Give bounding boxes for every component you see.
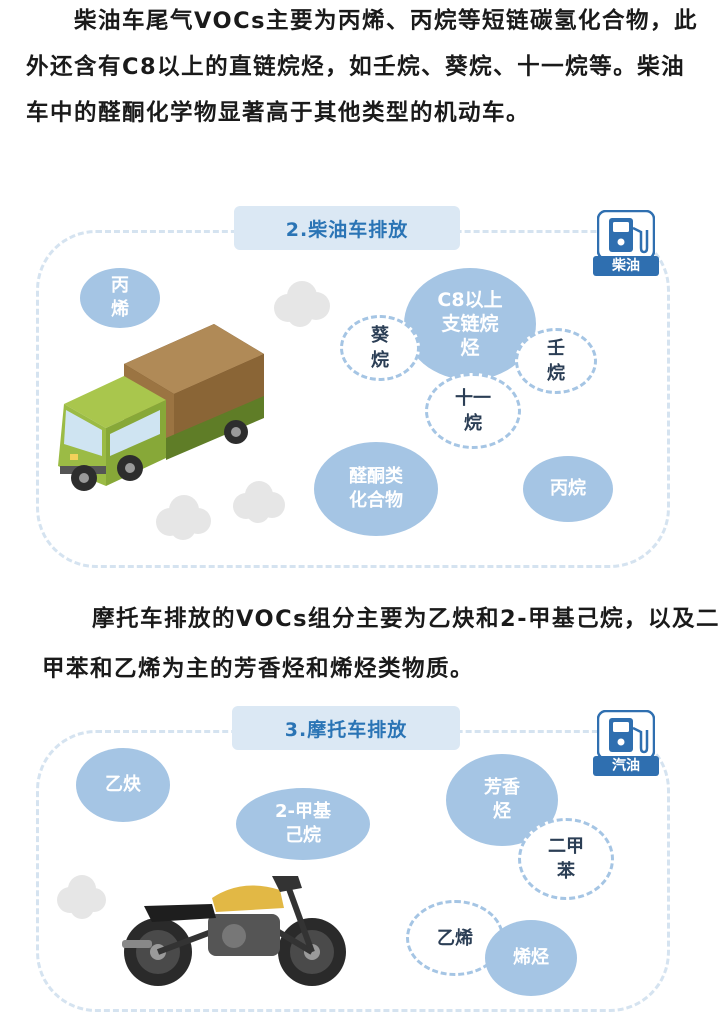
- fuel-pump-icon: [596, 709, 656, 761]
- xylene-bubble: 二甲 苯: [518, 818, 614, 900]
- intro-paragraph: 柴油车尾气VOCs主要为丙烯、丙烷等短链碳氢化合物，此外还含有C8以上的直链烷烃…: [26, 8, 699, 126]
- diesel-fuel-label: 柴油: [593, 256, 659, 276]
- diesel-section-title: 2.柴油车排放: [234, 206, 460, 250]
- nonane-bubble: 壬 烷: [515, 328, 597, 394]
- gasoline-fuel-pump: 汽油: [593, 709, 659, 776]
- decane-bubble: 葵 烷: [340, 315, 420, 381]
- propene-bubble: 丙 烯: [80, 268, 160, 328]
- motorcycle-paragraph: 摩托车排放的VOCs组分主要为乙炔和2-甲基己烷，以及二甲苯和乙烯为主的芳香烃和…: [42, 606, 719, 682]
- diesel-fuel-pump: 柴油: [593, 209, 659, 276]
- methylhexane-bubble: 2-甲基 己烷: [236, 788, 370, 860]
- exhaust-puff-icon: [57, 875, 106, 919]
- propane-bubble: 丙烷: [523, 456, 613, 522]
- exhaust-puff-icon: [156, 495, 211, 540]
- motorcycle-illustration: [122, 876, 346, 986]
- olefins-bubble: 烯烃: [485, 920, 577, 996]
- motorcycle-section-title: 3.摩托车排放: [232, 706, 460, 750]
- undecane-bubble: 十一 烷: [425, 373, 521, 449]
- aldehyde-ketone-bubble: 醛酮类 化合物: [314, 442, 438, 536]
- diesel-truck-illustration: [58, 324, 264, 491]
- exhaust-puff-icon: [274, 281, 330, 327]
- acetylene-bubble: 乙炔: [76, 748, 170, 822]
- fuel-pump-icon: [596, 209, 656, 261]
- exhaust-puff-icon: [233, 481, 285, 523]
- gasoline-fuel-label: 汽油: [593, 756, 659, 776]
- c8-branched-alkane-bubble: C8以上 支链烷 烃: [404, 268, 536, 380]
